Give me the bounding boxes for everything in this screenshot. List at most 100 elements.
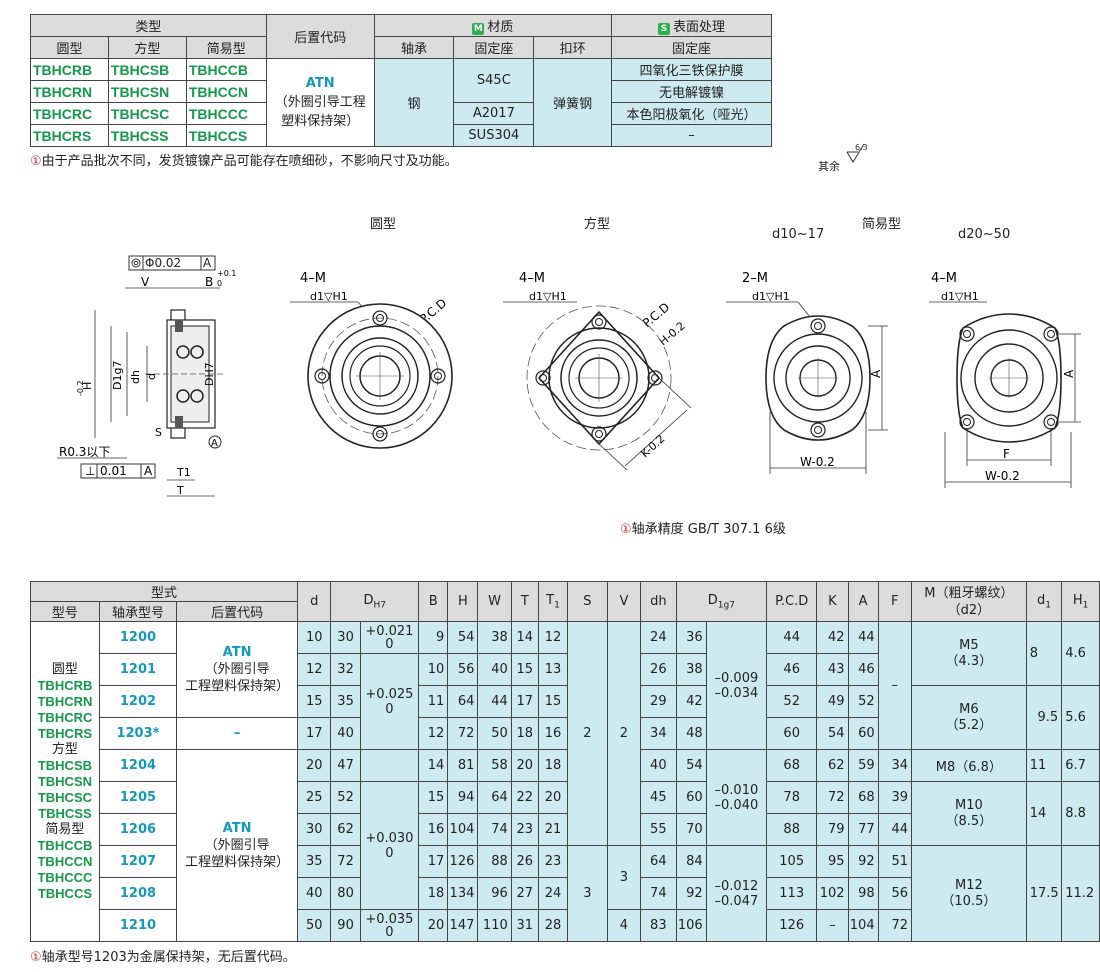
header-surface-seat: 固定座 <box>611 36 772 59</box>
simple-flange-small-drawing: 2–M d1▽H1 A W-0.2 <box>726 271 888 474</box>
radius-note: R0.3以下 <box>59 445 110 459</box>
cell-pcd: 126 <box>766 909 818 942</box>
cell-w: 38 <box>477 621 512 654</box>
header-v: V <box>606 581 642 622</box>
seat-material: A2017 <box>453 102 535 125</box>
cell-d1g7: 42 <box>675 685 707 718</box>
note-mark-icon: ① <box>30 950 42 965</box>
cell-k: 95 <box>816 845 849 878</box>
m-value: M6 <box>959 701 979 717</box>
roughness-icon: 6.3 <box>846 143 867 163</box>
roughness-note: 其余 6.3 <box>818 143 870 174</box>
header-model: 型号 <box>30 601 100 622</box>
cell-d: 15 <box>297 685 332 718</box>
cell-d: 25 <box>297 781 332 814</box>
tol-upper: –0.012 <box>714 878 759 894</box>
dim-a-label: A <box>869 369 883 378</box>
cell-h: 147 <box>447 909 479 942</box>
header-f: F <box>877 581 912 622</box>
holes-label: 4–M <box>931 271 957 286</box>
cell-dh: 34 <box>640 717 677 750</box>
type-code: TBHCSB <box>107 58 187 81</box>
cell-d1g7-tol: –0.010–0.040 <box>705 749 768 846</box>
cell-k: 79 <box>816 813 849 846</box>
header-surface-label: 表面处理 <box>673 20 726 35</box>
simple-range-b: d20~50 <box>958 227 1011 242</box>
bearing-model: 1200 <box>98 621 178 654</box>
cell-d: 30 <box>297 813 332 846</box>
suffix-desc: （外圈引导工程 <box>274 95 366 110</box>
type-code: TBHCRC <box>30 102 109 125</box>
bearing-model: 1205 <box>98 781 178 814</box>
series-code: TBHCRC <box>37 709 93 725</box>
suffix-code: ATN <box>222 645 252 660</box>
cell-w: 50 <box>477 717 512 750</box>
cell-h: 126 <box>447 845 479 878</box>
header-s: S <box>567 581 608 622</box>
header-model-form: 型式 <box>29 581 299 602</box>
cell-b: 15 <box>418 781 449 814</box>
cell-t1: 24 <box>537 877 569 910</box>
cell-d1: 11 <box>1025 749 1063 782</box>
m-value: M10 <box>954 797 983 813</box>
cell-t: 27 <box>510 877 539 910</box>
series-code: TBHCSN <box>37 773 93 789</box>
header-suffix: 后置代码 <box>176 601 299 622</box>
cell-h1: 8.8 <box>1061 781 1100 846</box>
series-code: TBHCSB <box>37 757 93 773</box>
series-label: 方型 <box>51 741 78 757</box>
cell-t: 14 <box>510 621 539 654</box>
series-cell: 圆型 TBHCRB TBHCRN TBHCRC TBHCRS 方型 TBHCSB… <box>30 621 100 942</box>
m-value: M5 <box>959 637 979 653</box>
cell-d1g7: 54 <box>675 749 707 782</box>
tol-upper: +0.021 <box>365 623 414 639</box>
cell-d: 40 <box>297 877 332 910</box>
precision-text: 轴承精度 GB/T 307.1 6级 <box>631 522 786 537</box>
note-mark-icon: ① <box>620 522 632 537</box>
tol-upper: +0.030 <box>365 830 414 846</box>
dim-w-label: W-0.2 <box>800 455 835 469</box>
cell-a: 59 <box>847 749 879 782</box>
perp-datum: A <box>144 464 153 478</box>
dimension-table: 型式 d DH7 B H W T T1 S V dh D1g7 P.C.D K … <box>29 581 1100 942</box>
series-code: TBHCCB <box>37 837 93 853</box>
concentricity-tol: Φ0.02 <box>145 256 181 270</box>
series-code: TBHCRS <box>37 725 93 741</box>
dim-v-label: V <box>141 275 150 289</box>
cell-h1: 6.7 <box>1061 749 1100 782</box>
cell-h: 64 <box>447 685 479 718</box>
cell-t1: 18 <box>537 749 569 782</box>
m-value: M12 <box>954 877 983 893</box>
cbore-label: d1▽H1 <box>941 290 979 303</box>
simple-flange-large-drawing: 4–M d1▽H1 A F W-0.2 <box>929 271 1081 488</box>
cell-k: 62 <box>816 749 849 782</box>
cell-a: 68 <box>847 781 879 814</box>
surface-mark-icon: S <box>658 23 671 35</box>
cell-d1g7-tol: –0.009–0.034 <box>705 621 768 750</box>
cell-t1: 28 <box>537 909 569 942</box>
title-round: 圆型 <box>370 217 397 232</box>
cell-a: 92 <box>847 845 879 878</box>
cell-h: 56 <box>447 653 479 686</box>
cell-h: 104 <box>447 813 479 846</box>
dim-t-label: T <box>176 484 184 497</box>
cell-t1: 13 <box>537 653 569 686</box>
cell-w: 74 <box>477 813 512 846</box>
m-drill: （8.5） <box>945 813 993 829</box>
header-d: d <box>297 581 332 622</box>
bearing-model: 1210 <box>98 909 178 942</box>
cell-dh: 45 <box>640 781 677 814</box>
cell-t1: 15 <box>537 685 569 718</box>
cbore-label: d1▽H1 <box>752 290 790 303</box>
cell-k: – <box>816 909 849 942</box>
cell-d1g7-tol: –0.012–0.047 <box>705 845 768 942</box>
tol-lower: 0 <box>385 845 394 861</box>
cell-d: 10 <box>297 621 332 654</box>
cell-m: M5（4.3） <box>910 621 1027 686</box>
type-code: TBHCSS <box>107 124 187 147</box>
header-pcd: P.C.D <box>766 581 818 622</box>
dim-k-label: K-0.2 <box>638 432 667 460</box>
series-code: TBHCSS <box>38 805 92 821</box>
